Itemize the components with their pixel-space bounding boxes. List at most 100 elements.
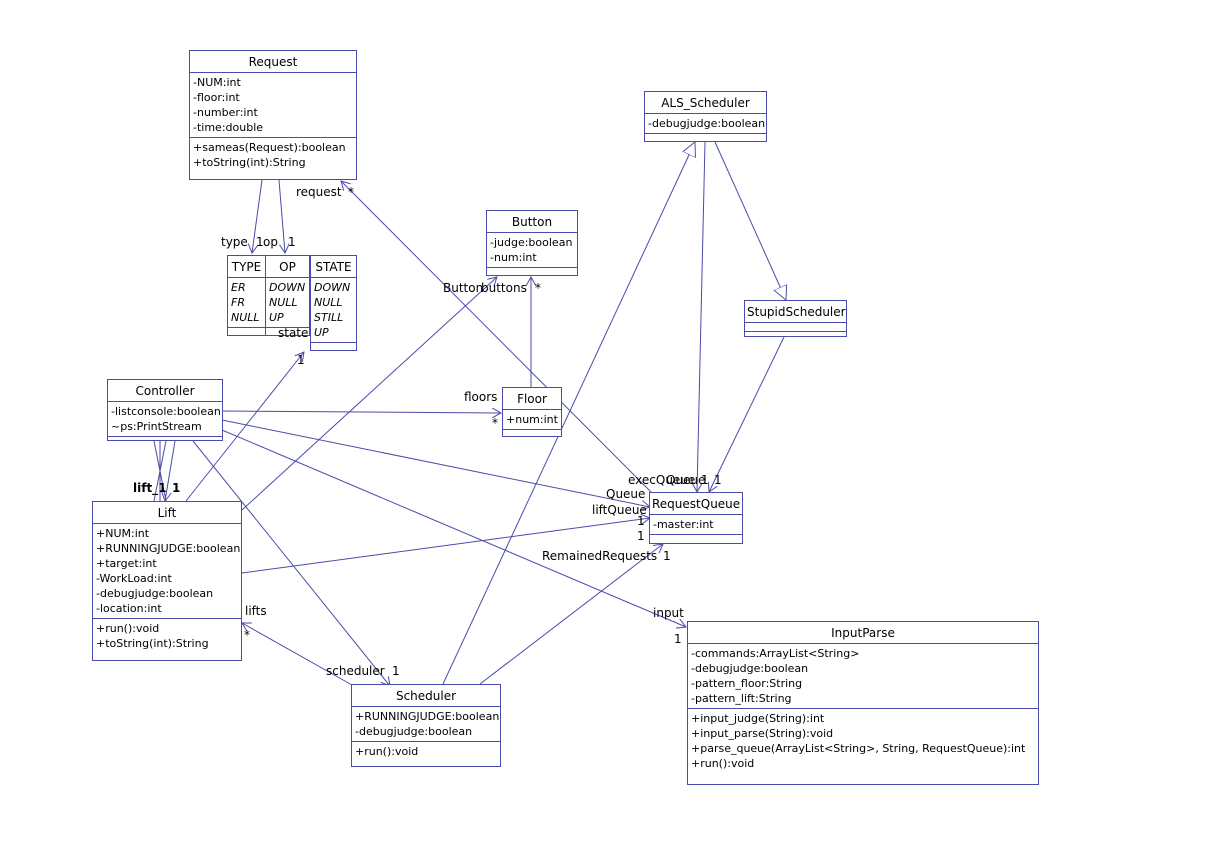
class-als-scheduler[interactable]: ALS_Scheduler -debugjudge:boolean xyxy=(644,91,767,142)
role-label-button: Button xyxy=(443,281,484,295)
attribute: -debugjudge:boolean xyxy=(648,117,766,130)
attribute: +NUM:int xyxy=(96,527,150,540)
class-scheduler[interactable]: Scheduler +RUNNINGJUDGE:boolean -debugju… xyxy=(351,684,501,767)
multiplicity-floors: * xyxy=(492,416,498,430)
class-button[interactable]: Button -judge:boolean -num:int xyxy=(486,210,578,276)
class-lift[interactable]: Lift +NUM:int +RUNNINGJUDGE:boolean +tar… xyxy=(92,501,242,661)
assoc-request-type xyxy=(252,179,263,253)
attributes: -listconsole:boolean ~ps:PrintStream xyxy=(108,402,222,437)
role-label-queue-top: Queue xyxy=(666,473,706,487)
class-name: RequestQueue xyxy=(650,493,742,515)
multiplicity-lift-queue-b: 1 xyxy=(637,529,645,543)
class-inputparse[interactable]: InputParse -commands:ArrayList<String> -… xyxy=(687,621,1039,785)
multiplicity-buttons: * xyxy=(535,281,541,295)
class-name: Lift xyxy=(93,502,241,524)
role-label-input: input xyxy=(653,606,684,620)
attribute: -judge:boolean xyxy=(490,236,573,249)
attribute: +RUNNINGJUDGE:boolean xyxy=(96,542,241,555)
enum-literal: NULL xyxy=(314,296,343,309)
attribute: -commands:ArrayList<String> xyxy=(691,647,860,660)
role-label-lift-ends: lift_1 xyxy=(133,481,167,495)
multiplicity-lift-ends: 1 xyxy=(172,481,181,495)
assoc-requestqueue-request xyxy=(341,181,656,497)
attributes: -judge:boolean -num:int xyxy=(487,233,577,268)
attribute: -floor:int xyxy=(193,91,240,104)
attribute: -pattern_floor:String xyxy=(691,677,803,690)
class-name: Request xyxy=(190,51,356,73)
attribute: +RUNNINGJUDGE:boolean xyxy=(355,710,500,723)
operation: +input_judge(String):int xyxy=(691,712,825,725)
operations xyxy=(650,535,742,543)
role-label-exec-queue: execQueue xyxy=(628,473,696,487)
assoc-request-op xyxy=(278,179,285,253)
attributes: -debugjudge:boolean xyxy=(645,114,766,134)
attribute: -pattern_lift:String xyxy=(691,692,792,705)
multiplicity-lifts: * xyxy=(244,628,250,642)
operations xyxy=(745,332,846,340)
enum-literal: NULL xyxy=(231,311,260,324)
operations xyxy=(503,430,561,438)
operations xyxy=(311,343,356,351)
class-request[interactable]: Request -NUM:int -floor:int -number:int … xyxy=(189,50,357,180)
enum-literal: DOWN xyxy=(314,281,351,294)
assoc-scheduler-requestqueue xyxy=(479,544,663,685)
enum-literal: DOWN xyxy=(269,281,306,294)
operations: +sameas(Request):boolean +toString(int):… xyxy=(190,138,356,172)
operations xyxy=(487,268,577,276)
attribute: +target:int xyxy=(96,557,157,570)
role-label-op: op xyxy=(263,235,278,249)
multiplicity-scheduler: 1 xyxy=(392,664,400,678)
role-label-request: request xyxy=(296,185,342,199)
enum-literal: STILL xyxy=(314,311,344,324)
assoc-lift-state xyxy=(185,352,304,502)
enum-literal: FR xyxy=(231,296,245,309)
operations xyxy=(228,328,265,336)
class-stupid-scheduler[interactable]: StupidScheduler xyxy=(744,300,847,337)
literals: DOWN NULL STILL UP xyxy=(311,278,356,343)
enum-op[interactable]: OP DOWN NULL UP xyxy=(265,255,310,336)
class-name: STATE xyxy=(311,256,356,278)
class-requestqueue[interactable]: RequestQueue -master:int xyxy=(649,492,743,544)
attributes: +NUM:int +RUNNINGJUDGE:boolean +target:i… xyxy=(93,524,241,619)
role-label-queue: Queue xyxy=(606,487,646,501)
operation: +run():void xyxy=(355,745,419,758)
operation: +toString(int):String xyxy=(96,637,209,650)
attributes xyxy=(745,323,846,332)
operation: +run():void xyxy=(96,622,160,635)
role-label-lifts: lifts xyxy=(245,604,267,618)
enum-literal: UP xyxy=(269,311,284,324)
role-label-state: state xyxy=(278,326,309,340)
enum-literal: UP xyxy=(314,326,329,339)
assoc-controller-lift-c xyxy=(165,440,176,501)
attribute: -debugjudge:boolean xyxy=(691,662,809,675)
role-label-remained-requests: RemainedRequests xyxy=(542,549,658,563)
multiplicity-queue-b: 1 xyxy=(714,473,722,487)
class-floor[interactable]: Floor +num:int xyxy=(502,387,562,437)
class-name: ALS_Scheduler xyxy=(645,92,766,114)
attribute: -listconsole:boolean xyxy=(111,405,221,418)
assoc-lift-requestqueue xyxy=(241,518,650,574)
multiplicity-lift-queue-a: 1 xyxy=(637,514,645,528)
assoc-stupid-requestqueue xyxy=(709,336,785,492)
enum-literal: ER xyxy=(231,281,246,294)
enum-state[interactable]: STATE DOWN NULL STILL UP xyxy=(310,255,357,351)
attribute: -number:int xyxy=(193,106,258,119)
assoc-lift-button xyxy=(241,277,497,511)
operations: +run():void +toString(int):String xyxy=(93,619,241,653)
multiplicity-input: 1 xyxy=(674,632,682,646)
enum-literal: NULL xyxy=(269,296,298,309)
enum-type[interactable]: TYPE ER FR NULL xyxy=(227,255,266,336)
operations xyxy=(108,437,222,445)
assoc-scheduler-lift xyxy=(242,623,353,686)
literals: DOWN NULL UP xyxy=(266,278,309,328)
role-label-scheduler: scheduler xyxy=(326,664,385,678)
class-controller[interactable]: Controller -listconsole:boolean ~ps:Prin… xyxy=(107,379,223,441)
operation: +sameas(Request):boolean xyxy=(193,141,346,154)
class-name: Floor xyxy=(503,388,561,410)
operations: +input_judge(String):int +input_parse(St… xyxy=(688,709,1038,773)
class-name: Controller xyxy=(108,380,222,402)
attribute: -location:int xyxy=(96,602,162,615)
class-name: OP xyxy=(266,256,309,278)
